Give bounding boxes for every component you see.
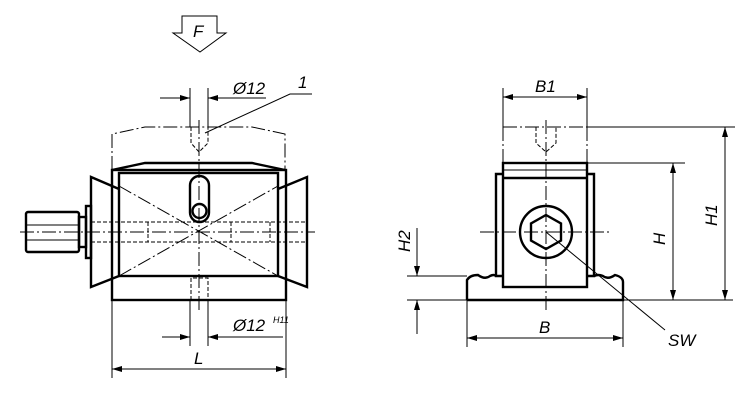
wrench-size-label: SW <box>668 331 697 350</box>
force-label: F <box>193 22 205 41</box>
tolerance-label: H11 <box>273 315 289 325</box>
base-height-label: H2 <box>395 230 414 252</box>
item-callout: 1 <box>298 73 307 92</box>
side-view: B1 H H1 H2 B SW <box>395 77 735 350</box>
length-label: L <box>194 349 203 368</box>
width-label: B <box>539 318 550 337</box>
clamp-top-plate <box>111 161 286 172</box>
front-view: F <box>20 15 315 378</box>
width-top-label: B1 <box>535 77 556 96</box>
side-block <box>501 161 589 289</box>
top-diameter-label: Ø12 <box>232 79 266 98</box>
overall-height-label: H1 <box>702 204 721 226</box>
bottom-diameter-label: Ø12 <box>232 316 266 335</box>
force-arrow-icon <box>171 15 228 53</box>
height-label: H <box>650 232 669 245</box>
